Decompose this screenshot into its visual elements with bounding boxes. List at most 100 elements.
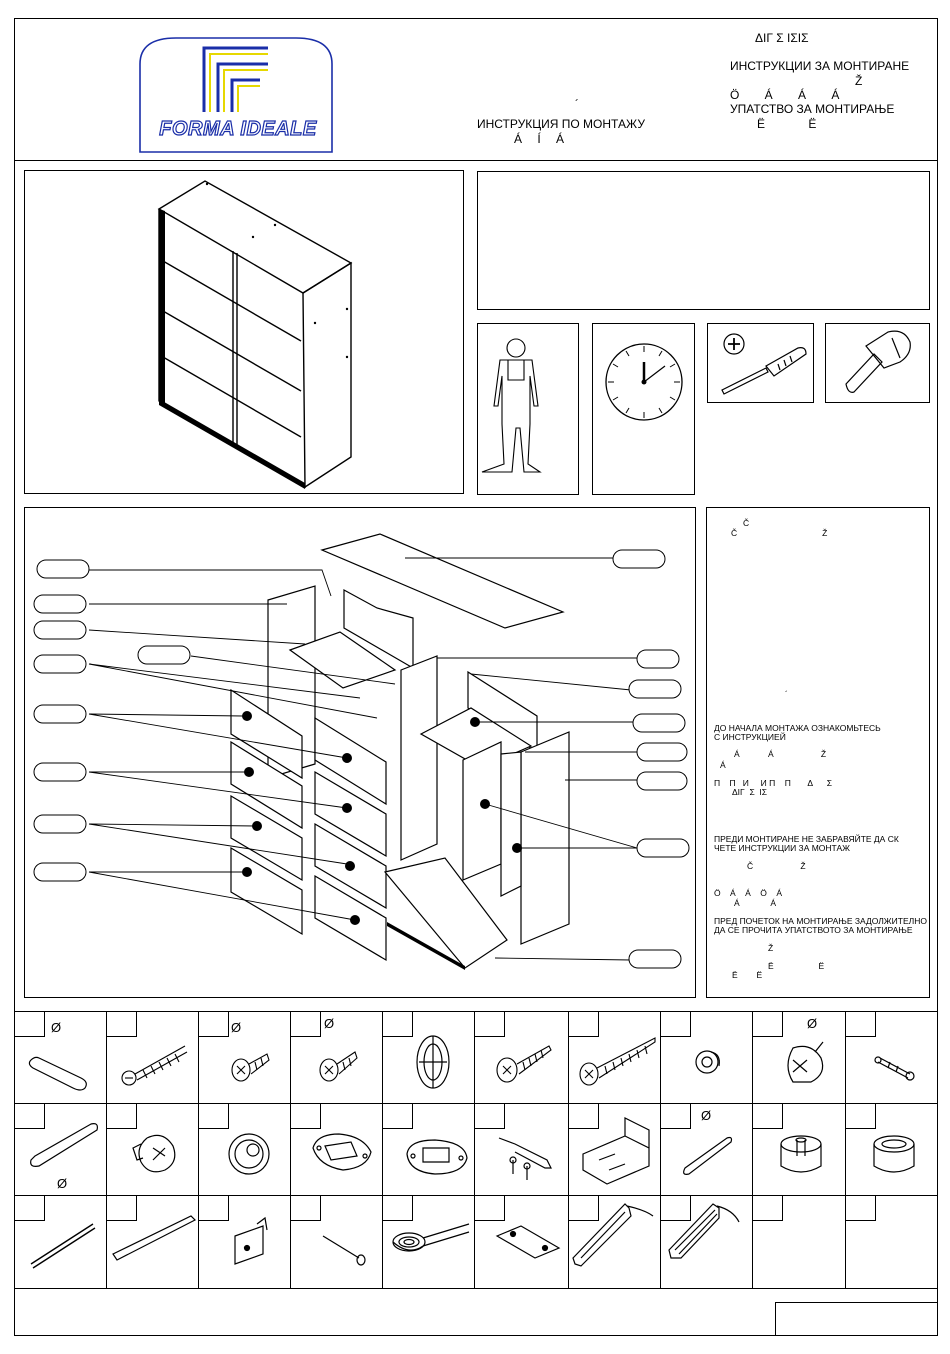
note-line: Ž: [768, 943, 774, 953]
slide-profile-icon: [572, 1203, 654, 1267]
note-line: Ë Ë: [768, 961, 825, 971]
header-divider: [14, 160, 938, 161]
screwdriver-icon: [721, 333, 807, 395]
exploded-view-panel: [24, 507, 696, 998]
note-line: ´: [785, 689, 788, 699]
logo-shield-icon: [139, 37, 333, 153]
diameter-label: Ø: [324, 1016, 335, 1031]
note-line-mk-2: ДА СЕ ПРОЧИТА УПАТСТВОТО ЗА МОНТИРАЊЕ: [714, 925, 913, 935]
diameter-label: Ø: [51, 1020, 62, 1035]
cam-disc-icon: [787, 1041, 824, 1083]
guide-profile-icon: [668, 1203, 740, 1259]
notice-box: [477, 171, 930, 310]
hardware-cell: [382, 1011, 475, 1104]
hardware-cell: [474, 1195, 569, 1289]
hardware-cell: Ø: [14, 1103, 107, 1196]
brand-logo: FORMA IDEALE: [136, 34, 336, 154]
page-frame: [14, 18, 938, 1336]
screwdriver-box: [707, 323, 814, 403]
hardware-cell: [660, 1011, 753, 1104]
lang-line-bulgarian: ИНСТРУКЦИИ ЗА МОНТИРАНЕ: [730, 59, 910, 73]
cap-icon: [695, 1050, 720, 1074]
wardrobe-icon: [157, 180, 353, 489]
flat-plate-icon: [495, 1225, 561, 1259]
note-line-bg-1: ПРЕДИ МОНТИРАНЕ НЕ ЗАБРАВЯЙТЕ ДА СК: [714, 834, 899, 844]
lang-line-russian: ИНСТРУКЦИЯ ПО МОНТАЖУ: [477, 117, 645, 131]
hardware-cell: [845, 1011, 938, 1104]
hardware-cell: [290, 1103, 383, 1196]
screw-short-icon: [231, 1053, 270, 1082]
hardware-cell: Ø: [290, 1011, 383, 1104]
hardware-cell: [106, 1103, 199, 1196]
exploded-diagram-icon: [33, 533, 690, 970]
diameter-label: Ø: [57, 1176, 68, 1191]
screw-short-icon: [319, 1051, 358, 1082]
lang-line-macedonian: УПАТСТВО ЗА МОНТИРАЊЕ: [730, 102, 895, 116]
long-dowel-icon: [30, 1123, 98, 1167]
hardware-cell-empty: [845, 1195, 938, 1289]
cam-cover-icon: [228, 1133, 270, 1175]
hardware-cell: [198, 1103, 291, 1196]
short-dowel-icon: [683, 1136, 733, 1175]
workers-needed-box: [477, 323, 579, 495]
foot-cap-icon: [873, 1135, 915, 1173]
lang-line-accent-5: Á Í Á: [514, 132, 565, 146]
hardware-cell: [568, 1011, 661, 1104]
lang-line-accent-3: Ë Ë: [757, 117, 817, 131]
diameter-label: Ø: [701, 1108, 712, 1123]
hammer-icon: [845, 330, 911, 393]
hardware-cell: [474, 1103, 569, 1196]
diameter-label: Ø: [807, 1016, 818, 1031]
hardware-cell: [660, 1195, 753, 1289]
door-stopper-icon: [498, 1137, 552, 1180]
hardware-cell: [568, 1103, 661, 1196]
hardware-cell: [845, 1103, 938, 1196]
screw-medium-icon: [496, 1045, 552, 1083]
note-line-mk-1: ПРЕД ПОЧЕТОК НА МОНТИРАЊЕ ЗАДОЛЖИТЕЛНО: [714, 916, 927, 926]
assembly-time-box: [592, 323, 695, 495]
hardware-cell: [106, 1195, 199, 1289]
hardware-cell-empty: [752, 1195, 846, 1289]
note-line-gr-2: ΔΙΓ Σ ΙΣ: [732, 787, 768, 797]
footer-code-box: [775, 1302, 938, 1336]
rod-icon: [30, 1223, 96, 1269]
hardware-cell: Ø: [752, 1011, 846, 1104]
note-line-bg-2: ЧЕТЕ ИНСТРУКЦИИ ЗА МОНТАЖ: [714, 843, 850, 853]
note-line: Ë Ë: [732, 970, 763, 980]
worker-icon: [481, 338, 542, 473]
hardware-cell: [382, 1195, 475, 1289]
rail-icon: [112, 1215, 197, 1261]
note-line: Á: [720, 760, 726, 770]
hinge-plate-icon: [312, 1133, 372, 1171]
note-line-gr-1: П П И И П П Δ Σ: [714, 778, 832, 788]
hardware-cell: Ø: [660, 1103, 753, 1196]
note-line: Č: [743, 518, 750, 528]
plastic-clip-icon: [416, 1035, 450, 1089]
lang-line-accent-2: Ö Á Á Á: [730, 88, 840, 102]
tape-icon: [392, 1223, 470, 1252]
notes-panel: [706, 507, 930, 998]
note-line: Č Ž: [747, 861, 806, 871]
drawer-bracket-icon: [582, 1117, 650, 1185]
note-line: Á Á: [734, 898, 777, 908]
note-line-ru-2: С ИНСТРУКЦИЕЙ: [714, 732, 786, 742]
hardware-cell: [382, 1103, 475, 1196]
dowel-icon: [28, 1056, 87, 1091]
hardware-cell: Ø: [14, 1011, 107, 1104]
logo-text: FORMA IDEALE: [159, 117, 317, 140]
hardware-cell: [198, 1195, 291, 1289]
hardware-cell: [290, 1195, 383, 1289]
lang-line-accent-4: ´: [575, 97, 579, 111]
hammer-box: [825, 323, 930, 403]
product-overview-panel: [24, 170, 464, 494]
bracket-plate-icon: [234, 1216, 268, 1265]
hinge-base-icon: [406, 1139, 468, 1175]
note-line-ru-1: ДО НАЧАЛА МОНТАЖА ОЗНАКОМЬТЕСЬ: [714, 723, 881, 733]
hardware-cell: [568, 1195, 661, 1289]
diameter-label: Ø: [231, 1020, 242, 1035]
note-line: Á Á Ž: [734, 749, 827, 759]
foot-icon: [780, 1135, 822, 1173]
cam-lock-icon: [132, 1134, 176, 1173]
note-line: Č Ž: [731, 528, 828, 538]
note-line: Ö Á Á Ö Á: [714, 888, 783, 898]
